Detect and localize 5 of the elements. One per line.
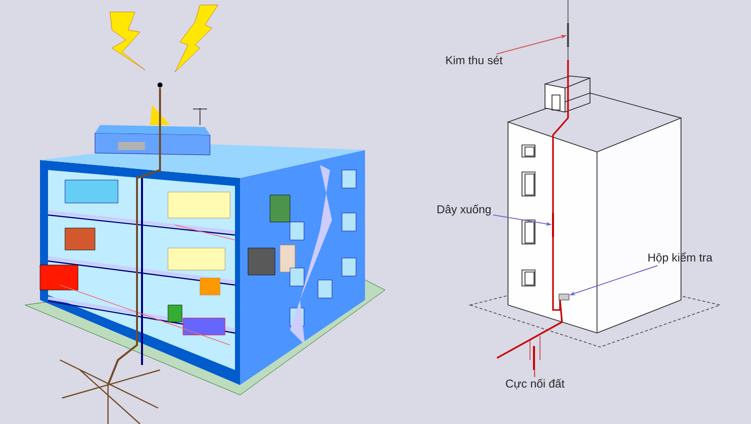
callout-label: Kim thu sét	[446, 56, 503, 64]
callout-label: Cực nối đất	[506, 378, 565, 390]
leader-line	[534, 370, 536, 378]
test-box	[558, 294, 570, 300]
callout-label: Dây xuống	[438, 204, 491, 216]
